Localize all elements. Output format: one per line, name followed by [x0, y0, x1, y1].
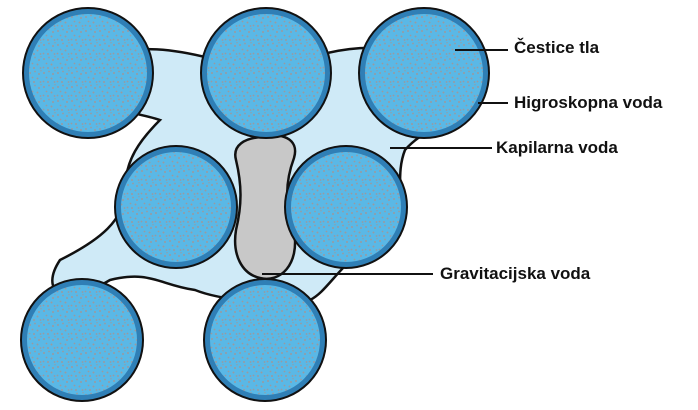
label-soil-particles: Čestice tla	[514, 38, 599, 58]
soil-particle	[362, 11, 486, 135]
soil-particle	[288, 149, 404, 265]
label-hygroscopic-water: Higroskopna voda	[514, 93, 662, 113]
soil-particle	[207, 282, 323, 398]
soil-particle	[26, 11, 150, 135]
soil-particle	[118, 149, 234, 265]
soil-particle	[204, 11, 328, 135]
soil-particle	[24, 282, 140, 398]
label-gravitational-water: Gravitacijska voda	[440, 264, 590, 284]
label-capillary-water: Kapilarna voda	[496, 138, 618, 158]
